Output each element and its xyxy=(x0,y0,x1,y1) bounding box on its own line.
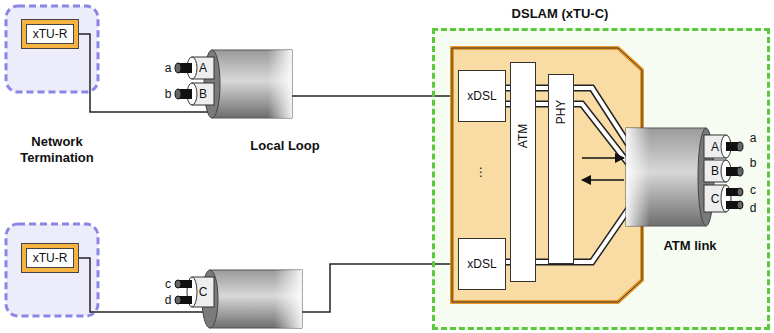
dslam-housing xyxy=(452,48,642,302)
section-label: Network Termination xyxy=(1,134,113,166)
link-label: ATM link xyxy=(663,238,716,254)
dslam-region: DSLAM (xTU-C)xDSLATMPHYxDSL xyxy=(432,28,770,330)
network-termination-frame xyxy=(6,6,98,92)
box-label: PHY xyxy=(554,100,568,125)
dslam-ground xyxy=(432,28,770,330)
cable-c xyxy=(175,270,302,328)
wire-name: b xyxy=(165,87,172,101)
network-termination-frame xyxy=(6,224,98,316)
conductor-name: C xyxy=(711,192,720,206)
wire-name: c xyxy=(165,277,171,291)
terminal-unit: xTU-R xyxy=(22,20,78,48)
box-label: xTU-R xyxy=(33,27,68,41)
rx-arrow xyxy=(582,179,624,181)
region-heading: DSLAM (xTU-C) xyxy=(495,6,625,21)
box-label: xDSL xyxy=(467,257,496,271)
tx-arrow xyxy=(582,157,624,159)
wire-name: d xyxy=(750,201,757,215)
phy-layer: PHY xyxy=(548,74,574,264)
dslam-housing-outline xyxy=(452,48,642,302)
wire-name: d xyxy=(165,293,172,307)
xdsl-module: xDSL xyxy=(458,238,506,290)
wire-name: a xyxy=(750,131,757,145)
box-label: ATM xyxy=(516,124,530,148)
conductor-name: A xyxy=(711,140,719,154)
conductor-name: B xyxy=(199,87,207,101)
box-label: xDSL xyxy=(467,89,496,103)
conductor-name: B xyxy=(711,164,719,178)
box-label: xTU-R xyxy=(33,251,68,265)
wire-name: b xyxy=(750,156,757,170)
xdsl-module: xDSL xyxy=(458,70,506,122)
ellipsis-mark: ⋮ xyxy=(475,165,487,179)
conductor-name: A xyxy=(199,61,207,75)
wire-name: a xyxy=(165,61,172,75)
conductor-name: C xyxy=(199,285,208,299)
cable-ab xyxy=(175,50,292,118)
atm-layer: ATM xyxy=(510,62,536,282)
terminal-unit: xTU-R xyxy=(22,244,78,272)
wire-name: c xyxy=(750,183,756,197)
atm-link-cable xyxy=(626,128,743,226)
section-label: Local Loop xyxy=(250,138,319,154)
